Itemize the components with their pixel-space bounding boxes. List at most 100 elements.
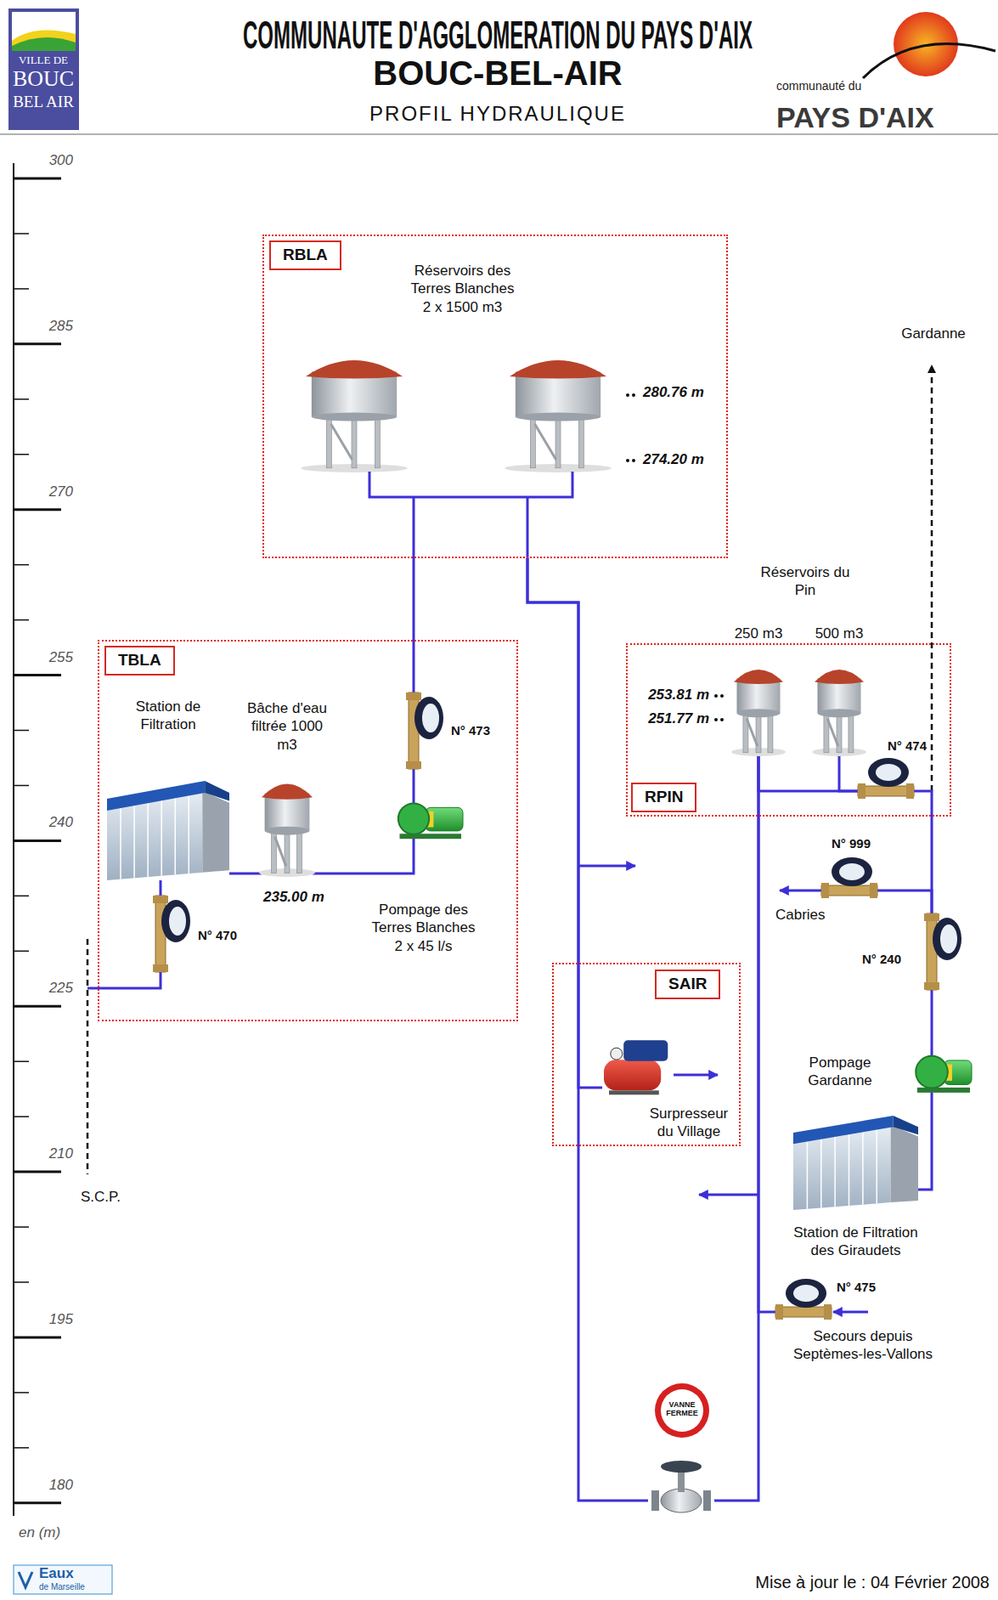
meter-number: N° 470	[197, 927, 237, 944]
logo-hill	[11, 37, 76, 51]
water-meter: N° 999	[821, 856, 878, 899]
zone-tag: RBLA	[269, 240, 342, 271]
icon	[143, 895, 192, 972]
zone-box: RPINRéservoirs du Pin250 m3500 m3N° 474	[625, 642, 952, 817]
label: 280.76 m	[642, 383, 705, 401]
pipe	[833, 1310, 869, 1314]
logo-panel	[13, 1564, 113, 1594]
icon	[898, 1046, 974, 1095]
booster-symbol	[603, 1039, 668, 1094]
meter-symbol	[405, 692, 444, 769]
filtration-station: Station de Filtration des Giraudets	[793, 1115, 919, 1210]
water-pipe	[714, 755, 759, 1500]
axis-value: 255	[49, 649, 74, 665]
zone-tag: RPIN	[631, 782, 697, 812]
water-pipe	[877, 890, 932, 914]
level-dot	[720, 717, 724, 722]
storage-tank: 500 m3	[814, 663, 864, 756]
axis-value: 240	[49, 814, 74, 829]
pipe	[13, 839, 62, 842]
axis-value: 285	[49, 318, 74, 333]
valve-symbol	[651, 1382, 711, 1512]
zone-box: SAIRSurpresseur du Village	[552, 962, 741, 1146]
pipe	[13, 232, 29, 235]
tank-symbol	[504, 360, 611, 473]
building-symbol	[793, 1115, 919, 1210]
pipe	[13, 895, 29, 897]
level-dot	[631, 393, 636, 397]
pipe	[13, 784, 29, 787]
level-dot	[625, 393, 630, 397]
pipe	[13, 398, 29, 401]
label: 251.77 m	[648, 710, 710, 728]
logo-ridge	[862, 44, 996, 79]
zone-tag: TBLA	[104, 645, 175, 676]
pipe	[13, 1004, 62, 1008]
meter-number: N° 475	[836, 1279, 876, 1296]
icon	[648, 1454, 715, 1514]
pipe	[930, 365, 934, 791]
node-label: Pompage Gardanne	[789, 1053, 891, 1090]
water-pipe	[930, 989, 934, 1047]
logo-mark	[18, 1571, 33, 1587]
meter-number: N° 474	[887, 738, 927, 755]
icon	[382, 794, 465, 841]
label: 274.20 m	[642, 451, 705, 468]
axis-value: 225	[49, 980, 74, 995]
icon	[793, 1115, 919, 1210]
node-label: Surpresseur du Village	[641, 1104, 737, 1141]
icon	[914, 913, 963, 990]
pipe	[13, 1115, 29, 1117]
node-label: Réservoirs du Pin	[754, 563, 857, 600]
level-dot	[714, 717, 718, 722]
pipe	[13, 619, 29, 621]
label: S.C.P.	[80, 1187, 121, 1206]
node-label: Station de Filtration des Giraudets	[781, 1223, 931, 1260]
closed-valve: VANNE FERMEE	[648, 1454, 715, 1514]
label: VILLE DE	[18, 54, 68, 66]
water-pipe	[527, 558, 603, 1088]
pipe	[673, 1073, 718, 1077]
level-dot	[631, 458, 636, 463]
label: 235.00 m	[263, 888, 325, 906]
logo-panel	[11, 11, 76, 51]
node-label: Station de Filtration	[121, 697, 215, 734]
water-pipe	[412, 558, 416, 693]
icon	[602, 1036, 674, 1098]
label: PROFIL HYDRAULIQUE	[369, 103, 626, 125]
pipe	[13, 1170, 62, 1173]
node-label: VANNE FERMEE	[660, 1399, 704, 1418]
building-symbol	[107, 780, 230, 880]
label: BOUC-BEL-AIR	[372, 56, 622, 91]
icon	[814, 663, 864, 756]
level-dot	[720, 693, 724, 698]
water-pipe	[229, 872, 262, 875]
icon	[775, 1277, 832, 1320]
label: communauté du	[776, 79, 862, 92]
meter-number: N° 473	[451, 722, 491, 739]
filtration-station: Station de Filtration	[107, 780, 230, 880]
water-pipe	[312, 840, 414, 874]
meter-symbol	[924, 913, 962, 990]
axis-value: 270	[49, 484, 74, 499]
label: Gardanne	[901, 324, 966, 343]
pipe	[13, 1500, 62, 1504]
pump-symbol	[398, 794, 463, 841]
storage-tank: 250 m3	[733, 663, 784, 756]
water-pipe	[913, 790, 932, 914]
icon	[733, 663, 784, 756]
pipe	[13, 1446, 29, 1449]
pipe	[13, 1225, 29, 1228]
tank-symbol	[300, 360, 407, 473]
meter-symbol	[152, 895, 191, 972]
storage-tank: Bâche d'eau filtrée 1000 m3	[261, 777, 313, 876]
zone-box: TBLAStation de FiltrationBâche d'eau fil…	[97, 639, 519, 1021]
node-label: Pompage des Terres Blanches 2 x 45 l/s	[366, 900, 481, 955]
label: PAYS D'AIX	[776, 102, 935, 132]
water-pipe	[839, 755, 858, 791]
label: Eaux	[39, 1565, 74, 1580]
axis-value: 300	[49, 152, 74, 168]
water-pipe	[412, 768, 416, 795]
title: COMMUNAUTE D'AGGLOMERATION DU PAYS D'AIX	[242, 15, 753, 55]
pipe	[13, 507, 62, 511]
